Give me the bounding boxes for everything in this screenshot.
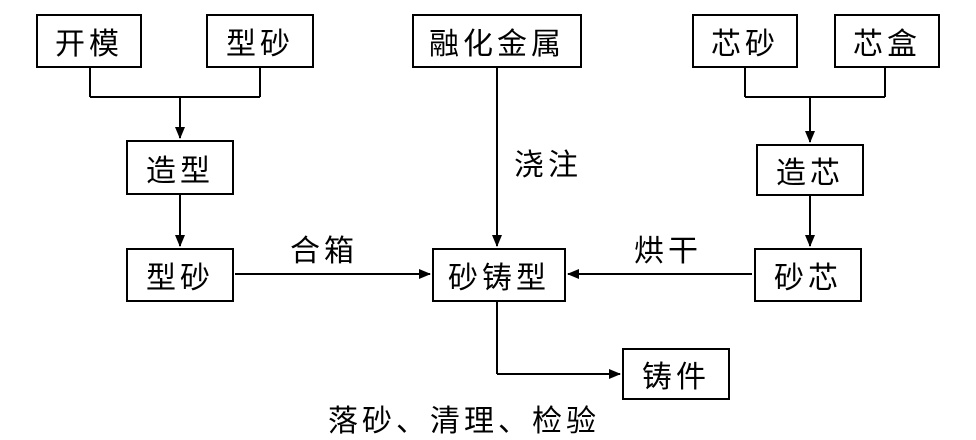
label-luosha-qingli-jianyan: 落砂、清理、检验	[328, 404, 600, 439]
node-shaxin: 砂芯	[754, 248, 862, 302]
label-jiaozhu: 浇注	[514, 148, 582, 183]
label-hexiang: 合箱	[290, 234, 358, 269]
node-shazhuxing: 砂铸型	[432, 248, 566, 302]
node-kaimo: 开模	[36, 14, 142, 68]
node-xinhe: 芯盒	[834, 14, 940, 68]
node-xingsha-mid: 型砂	[126, 248, 234, 302]
node-xingsha-top: 型砂	[206, 14, 314, 68]
node-zhujian: 铸件	[622, 348, 730, 400]
node-xinsha: 芯砂	[692, 14, 798, 68]
node-ronghua-jinshu: 融化金属	[412, 14, 582, 68]
node-zaoxing: 造型	[126, 140, 234, 195]
label-honggan: 烘干	[634, 234, 702, 269]
node-zaoxin: 造芯	[756, 144, 864, 196]
